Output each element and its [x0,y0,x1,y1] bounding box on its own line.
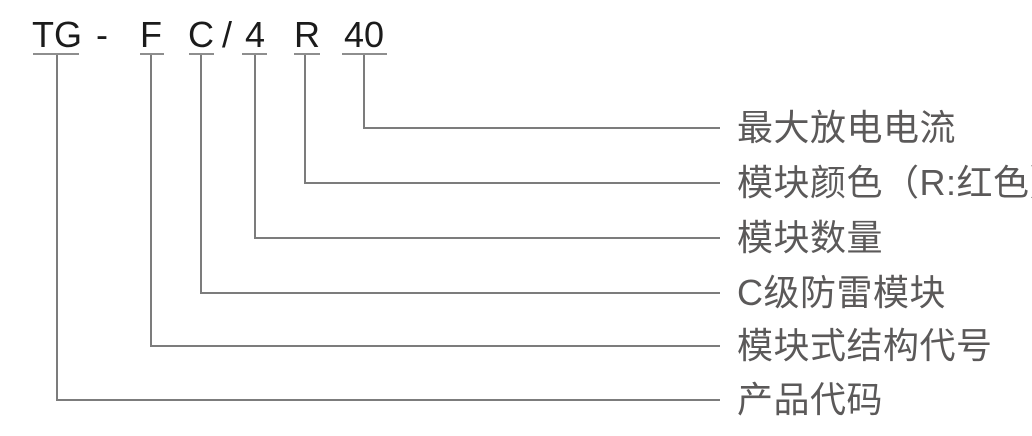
legend-label-module-color: 模块颜色（R:红色） [737,162,1032,203]
code-separator-dash: - [96,14,108,55]
connector-vertical-r [304,55,306,184]
connector-horizontal-tg [56,399,720,401]
code-segment-4: 4 [244,14,266,55]
legend-label-class-c-module: C级防雷模块 [737,272,946,313]
connector-vertical-4 [254,55,256,239]
code-underline-4 [242,53,267,55]
connector-vertical-c [200,55,202,294]
connector-horizontal-f [150,345,720,347]
connector-vertical-tg [56,55,58,401]
code-segment-f: F [140,14,162,55]
code-segment-40: 40 [343,14,385,55]
connector-horizontal-40 [363,127,720,129]
connector-horizontal-r [304,182,720,184]
connector-horizontal-4 [254,237,720,239]
code-segment-tg: TG [32,14,82,55]
code-segment-r: R [294,14,320,55]
legend-label-max-discharge-current: 最大放电电流 [737,107,957,148]
code-underline-c [189,53,214,55]
legend-label-module-quantity: 模块数量 [737,217,884,258]
code-underline-f [140,53,164,55]
code-underline-tg [33,53,79,55]
legend-label-structure-code: 模块式结构代号 [737,325,993,366]
connector-vertical-40 [363,55,365,129]
code-segment-c: C [188,14,214,55]
code-separator-slash: / [221,14,233,55]
legend-label-product-code: 产品代码 [737,379,884,420]
connector-horizontal-c [200,292,720,294]
connector-vertical-f [150,55,152,347]
code-underline-r [294,53,320,55]
code-underline-40 [342,53,387,55]
